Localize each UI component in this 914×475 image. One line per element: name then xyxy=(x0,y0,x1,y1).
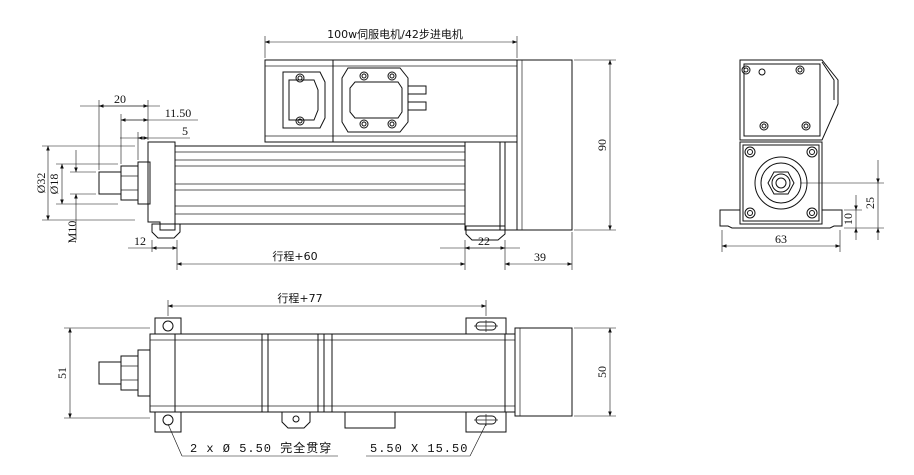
dim-5: 5 xyxy=(182,124,188,138)
side-base xyxy=(719,209,843,229)
tab-bottom-right xyxy=(465,411,507,433)
dim-50: 50 xyxy=(595,366,609,378)
dim-25: 25 xyxy=(863,197,877,209)
dim-11-50: 11.50 xyxy=(165,106,192,120)
dim-12: 12 xyxy=(134,234,146,248)
foot-right xyxy=(465,225,506,241)
dim-51: 51 xyxy=(55,367,69,379)
side-view: 63 25 10 xyxy=(719,59,884,252)
plan-front-cap xyxy=(149,333,176,413)
dim-90: 90 xyxy=(595,139,609,151)
dim-stroke-77: 行程+77 xyxy=(277,292,322,305)
dim-stroke-60: 行程+60 xyxy=(272,250,317,263)
holes-note: 2 x Ø 5.50 完全贯穿 xyxy=(190,440,332,456)
motor-label: 100w伺服电机/42步进电机 xyxy=(327,27,463,41)
side-motor-block xyxy=(739,59,839,141)
dim-22: 22 xyxy=(478,234,490,248)
nut xyxy=(120,165,139,201)
tab-bottom-left xyxy=(154,411,182,433)
plan-motor xyxy=(514,327,573,417)
tab-top-left xyxy=(154,317,182,335)
tab-top-right xyxy=(465,317,507,335)
pulley-cover-right xyxy=(341,67,409,133)
dim-39: 39 xyxy=(534,250,546,264)
rod-end xyxy=(98,171,122,195)
plan-view: 行程+77 51 50 2 x Ø 5.50 完全贯穿 5.50 X 15.50 xyxy=(55,292,616,457)
front-view xyxy=(98,59,573,241)
dim-63: 63 xyxy=(775,232,787,246)
stepper-motor xyxy=(516,59,573,231)
dim-20: 20 xyxy=(114,92,126,106)
dim-phi32: Ø32 xyxy=(34,173,48,194)
dim-10: 10 xyxy=(841,213,855,225)
dim-m10: M10 xyxy=(65,221,79,244)
pulley-cover-left xyxy=(282,71,326,129)
foot-left xyxy=(151,223,181,239)
slot-note: 5.50 X 15.50 xyxy=(370,442,468,456)
front-end-cap xyxy=(147,141,176,231)
rear-end-cap xyxy=(464,141,506,231)
plan-body xyxy=(174,333,516,413)
actuator-body xyxy=(174,145,466,225)
hex-nut xyxy=(767,171,795,195)
dim-phi18: Ø18 xyxy=(47,174,61,195)
front-view-dims: 100w伺服电机/42步进电机 20 11.50 5 Ø32 Ø18 M10 xyxy=(34,27,616,270)
